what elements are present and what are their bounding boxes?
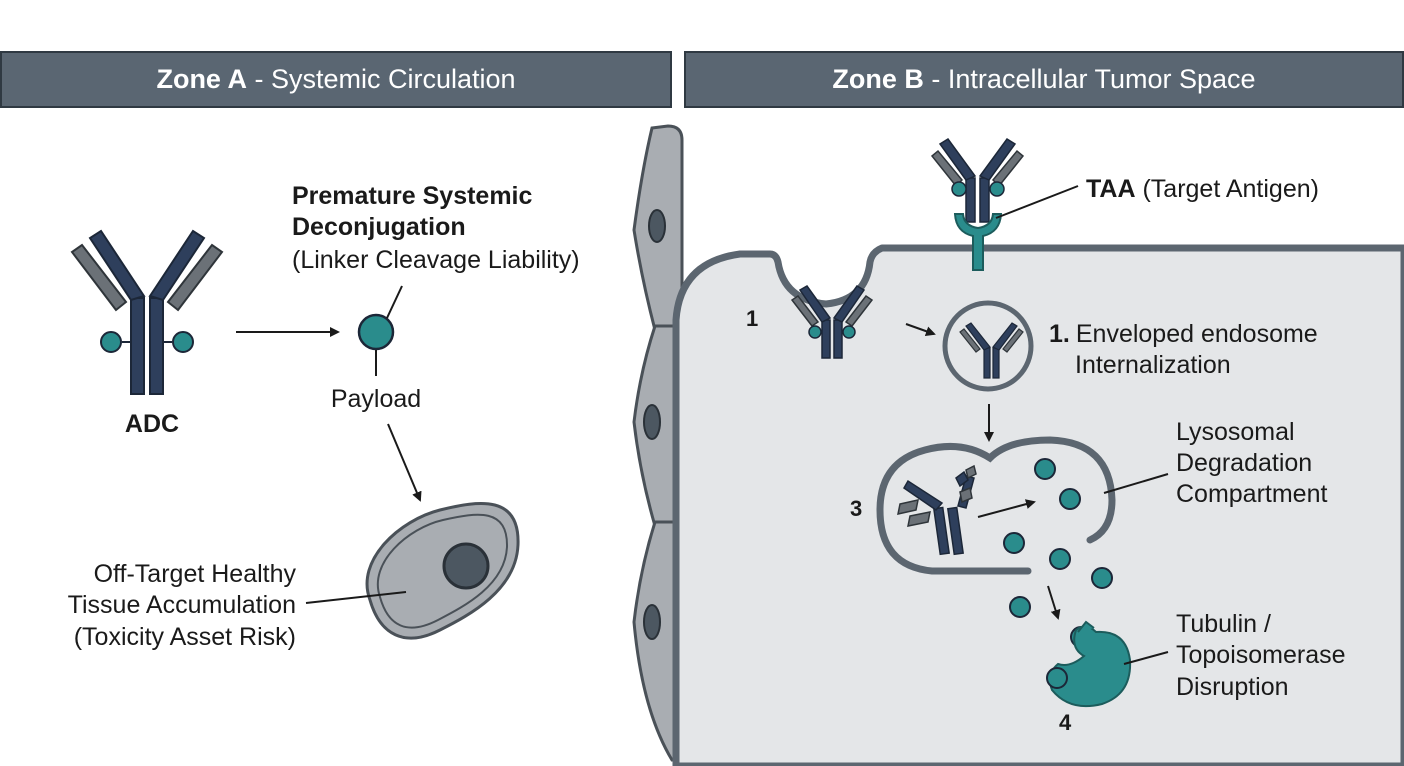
taa-receptor-icon [953, 213, 1003, 271]
tumor-cell-body [672, 244, 1404, 766]
healthy-tissue-cell-icon [365, 502, 520, 640]
adc-label: ADC [125, 410, 179, 438]
payload-icon [1091, 567, 1113, 589]
endosome-icon [942, 300, 1034, 392]
payload-icon [1009, 596, 1031, 618]
endosome-label-text: Enveloped endosome [1076, 320, 1318, 348]
endosome-label-line2: Internalization [1075, 351, 1231, 379]
step1-number: 1 [746, 306, 758, 331]
deconj-subtitle: (Linker Cleavage Liability) [292, 246, 580, 274]
lysosome-leader-line [1103, 473, 1169, 494]
taa-label: TAA (Target Antigen) [1086, 175, 1319, 203]
surface-antibody-icon [930, 137, 1025, 223]
degraded-antibody-icon [897, 464, 977, 556]
target-label-line3: Disruption [1176, 673, 1289, 701]
zone-b-title-bold: Zone B [832, 64, 924, 94]
target-leader-line [1123, 651, 1169, 665]
zone-a-title-rest: - Systemic Circulation [246, 64, 516, 94]
offtarget-leader-line [305, 591, 407, 604]
payload-icon [1049, 548, 1071, 570]
arrow-release-payload [977, 499, 1036, 518]
invaginated-antibody-icon [790, 285, 874, 359]
taa-leader-line [995, 185, 1079, 219]
deconj-title-line1: Premature Systemic [292, 182, 533, 210]
arrow-payload-to-tissue [387, 423, 422, 502]
deconj-leader-line [386, 285, 403, 319]
taa-label-bold: TAA [1086, 175, 1136, 203]
step4-number: 4 [1059, 710, 1072, 735]
vessel-wall [632, 124, 686, 762]
payload-icon [357, 313, 395, 351]
payload-icon [1034, 458, 1056, 480]
endosome-label-line1: 1.Enveloped endosome [1049, 320, 1318, 348]
zone-b-title-rest: - Intracellular Tumor Space [923, 64, 1256, 94]
target-label-line1: Tubulin / [1176, 610, 1271, 638]
offtarget-line1: Off-Target Healthy [94, 560, 297, 588]
target-label-line2: Topoisomerase [1176, 641, 1346, 669]
lysosome-label-line2: Degradation [1176, 449, 1312, 477]
payload-label: Payload [331, 385, 421, 413]
zone-b-header: Zone B - Intracellular Tumor Space [684, 51, 1404, 108]
tubulin-target-icon [1046, 620, 1132, 708]
arrow-to-endosome [905, 323, 936, 337]
offtarget-line3: (Toxicity Asset Risk) [74, 623, 296, 651]
lysosome-icon [876, 436, 1116, 575]
lysosome-label-line1: Lysosomal [1176, 418, 1295, 446]
offtarget-line2: Tissue Accumulation [68, 591, 296, 619]
taa-label-rest: (Target Antigen) [1136, 175, 1319, 203]
adc-antibody-icon [70, 229, 224, 395]
arrow-to-target [1047, 585, 1061, 620]
step3-number: 3 [850, 496, 862, 521]
zone-a-title-bold: Zone A [156, 64, 247, 94]
lysosome-label-line3: Compartment [1176, 480, 1327, 508]
payload-icon [1059, 488, 1081, 510]
endosome-step-number: 1. [1049, 320, 1070, 348]
payload-icon [1003, 532, 1025, 554]
zone-a-header: Zone A - Systemic Circulation [0, 51, 672, 108]
deconj-title-line2: Deconjugation [292, 213, 466, 241]
